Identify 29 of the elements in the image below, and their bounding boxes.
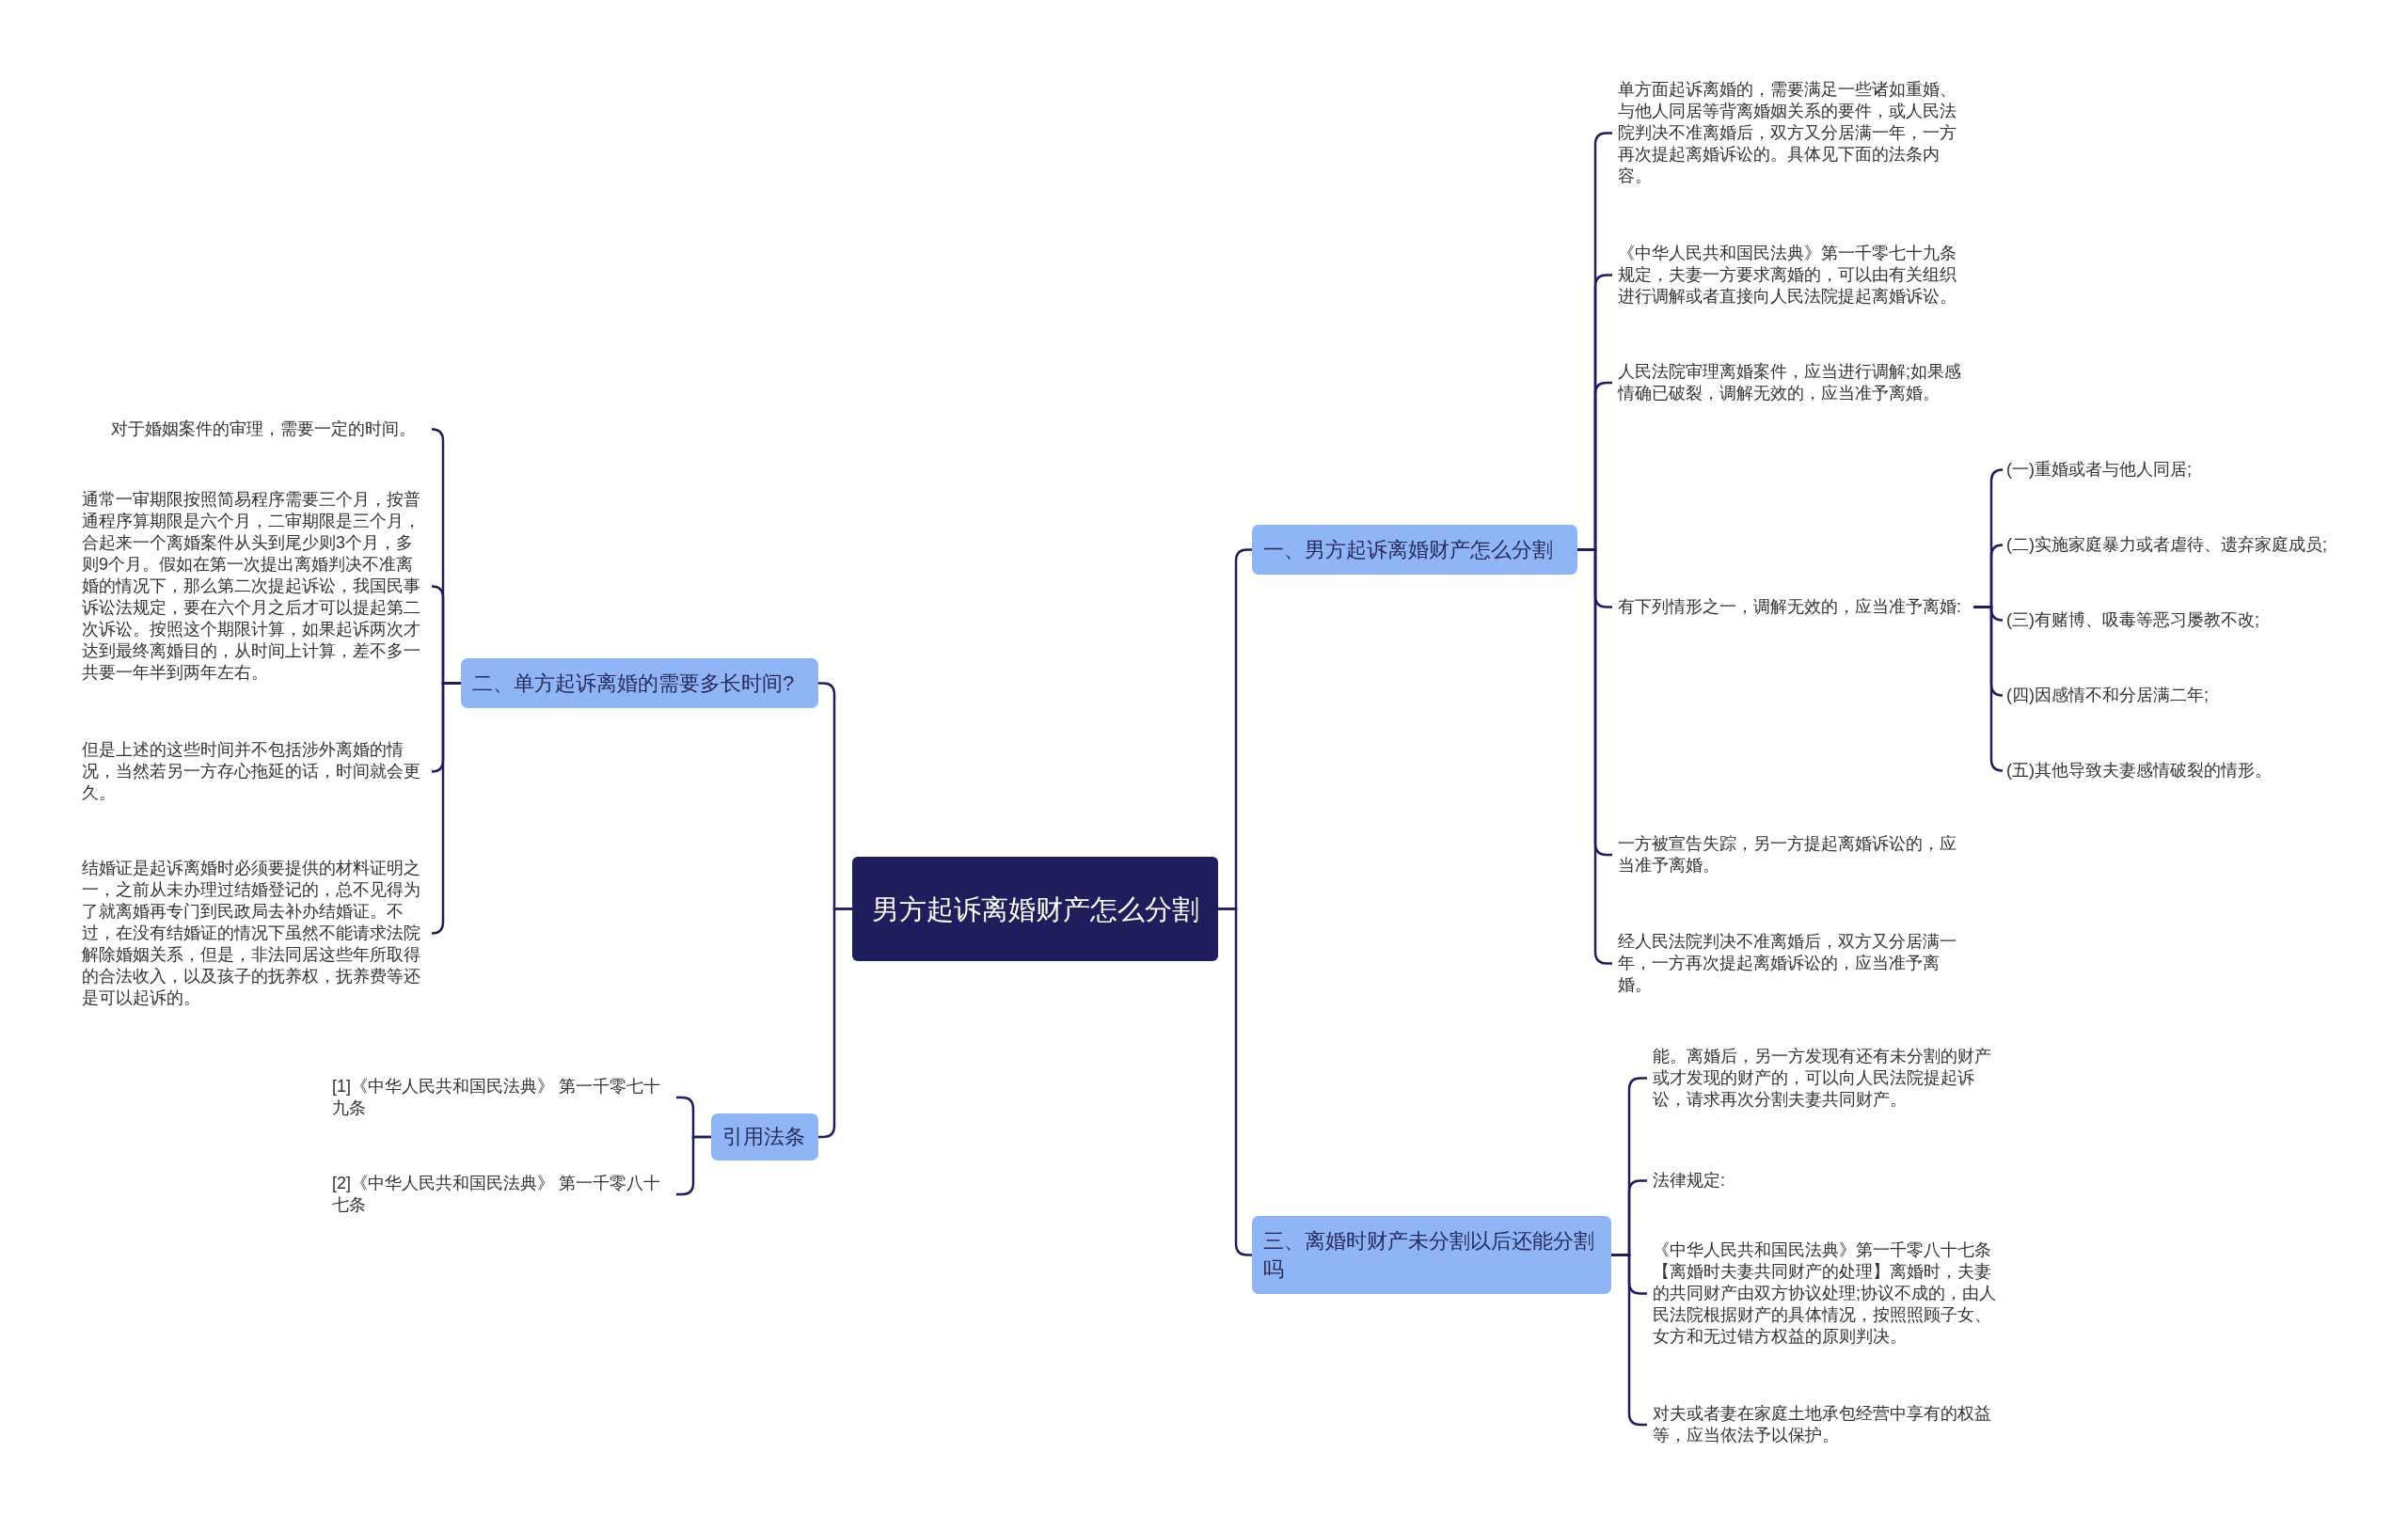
topic-text: (二)实施家庭暴力或者虐待、遗弃家庭成员;	[2001, 534, 2333, 556]
topic-text: 对于婚姻案件的审理，需要一定的时间。	[105, 418, 435, 440]
topic-text: 单方面起诉离婚的，需要满足一些诸如重婚、与他人同居等背离婚姻关系的要件，或人民法院判决不准离婚后，双方又分居满一年，一方再次提起离婚诉讼的。具体见下面的法条内容。	[1612, 79, 1973, 187]
topic-text: 但是上述的这些时间并不包括涉外离婚的情况，当然若另一方存心拖延的话，时间就会更久。	[76, 739, 434, 804]
topic-text: 一方被宣告失踪，另一方提起离婚诉讼的，应当准予离婚。	[1612, 833, 1973, 876]
topic-text: 《中华人民共和国民法典》第一千零八十七条【离婚时夫妻共同财产的处理】离婚时，夫妻的共同财产由双方协议处理;协议不成的，由人民法院根据财产的具体情况，按照照顾子女、女方和无过错方权益的原则判决。	[1647, 1239, 2010, 1348]
connector-line	[1577, 548, 1612, 965]
topic-text: 《中华人民共和国民法典》第一千零七十九条规定，夫妻一方要求离婚的，可以由有关组织进行调解或者直接向人民法院提起离婚诉讼。	[1612, 243, 1973, 308]
topic-text: (四)因感情不和分居满二年;	[2001, 685, 2214, 706]
topic-text: 法律规定:	[1647, 1170, 2010, 1192]
connector-line	[1973, 606, 2004, 772]
topic-text: 通常一审期限按照简易程序需要三个月，按普通程序算期限是六个月，二审期限是三个月，合起来一个离婚案件从头到尾少则3个月，多则9个月。假如在第一次提出离婚判决不准离婚的情况下，那么第二次提起诉讼，我国民事诉讼法规定，要在六个月之后才可以提起第二次诉讼。按照这个期限计算，如果起诉两次才达到最终离婚目的，从时间上计算，差不多一共要一年半到两年左右。	[76, 489, 434, 684]
central-topic: 男方起诉离婚财产怎么分割	[852, 857, 1218, 961]
topic-text: (三)有赌博、吸毒等恶习屡教不改;	[2001, 609, 2265, 631]
topic-text: 对夫或者妻在家庭土地承包经营中享有的权益等，应当依法予以保护。	[1647, 1403, 2010, 1446]
topic-text: 人民法院审理离婚案件，应当进行调解;如果感情确已破裂，调解无效的，应当准予离婚。	[1612, 361, 1973, 404]
topic-box: 三、离婚时财产未分割以后还能分割吗	[1252, 1216, 1611, 1294]
topic-text: 结婚证是起诉离婚时必须要提供的材料证明之一，之前从未办理过结婚登记的，总不见得为了就离婚再专门到民政局去补办结婚证。不过，在没有结婚证的情况下虽然不能请求法院解除婚姻关系，但是，非法同居这些年所取得的合法收入，以及孩子的抚养权，抚养费等还是可以起诉的。	[76, 858, 434, 1009]
topic-text: [1]《中华人民共和国民法典》 第一千零七十九条	[326, 1076, 676, 1119]
topic-box: 二、单方起诉离婚的需要多长时间?	[461, 658, 818, 708]
topic-text: 经人民法院判决不准离婚后，双方又分居满一年，一方再次提起离婚诉讼的，应当准予离婚。	[1612, 931, 1973, 996]
topic-text: 能。离婚后，另一方发现有还有未分割的财产或才发现的财产的，可以向人民法院提起诉讼，请求再次分割夫妻共同财产。	[1647, 1046, 2010, 1111]
topic-box: 一、男方起诉离婚财产怎么分割	[1252, 525, 1577, 575]
topic-box: 引用法条	[711, 1113, 818, 1160]
topic-text: (一)重婚或者与他人同居;	[2001, 459, 2197, 481]
topic-text: [2]《中华人民共和国民法典》 第一千零八十七条	[326, 1173, 676, 1216]
topic-text: (五)其他导致夫妻感情破裂的情形。	[2001, 760, 2277, 781]
connector-line	[430, 682, 461, 935]
topic-text: 有下列情形之一，调解无效的，应当准予离婚:	[1612, 596, 1973, 618]
